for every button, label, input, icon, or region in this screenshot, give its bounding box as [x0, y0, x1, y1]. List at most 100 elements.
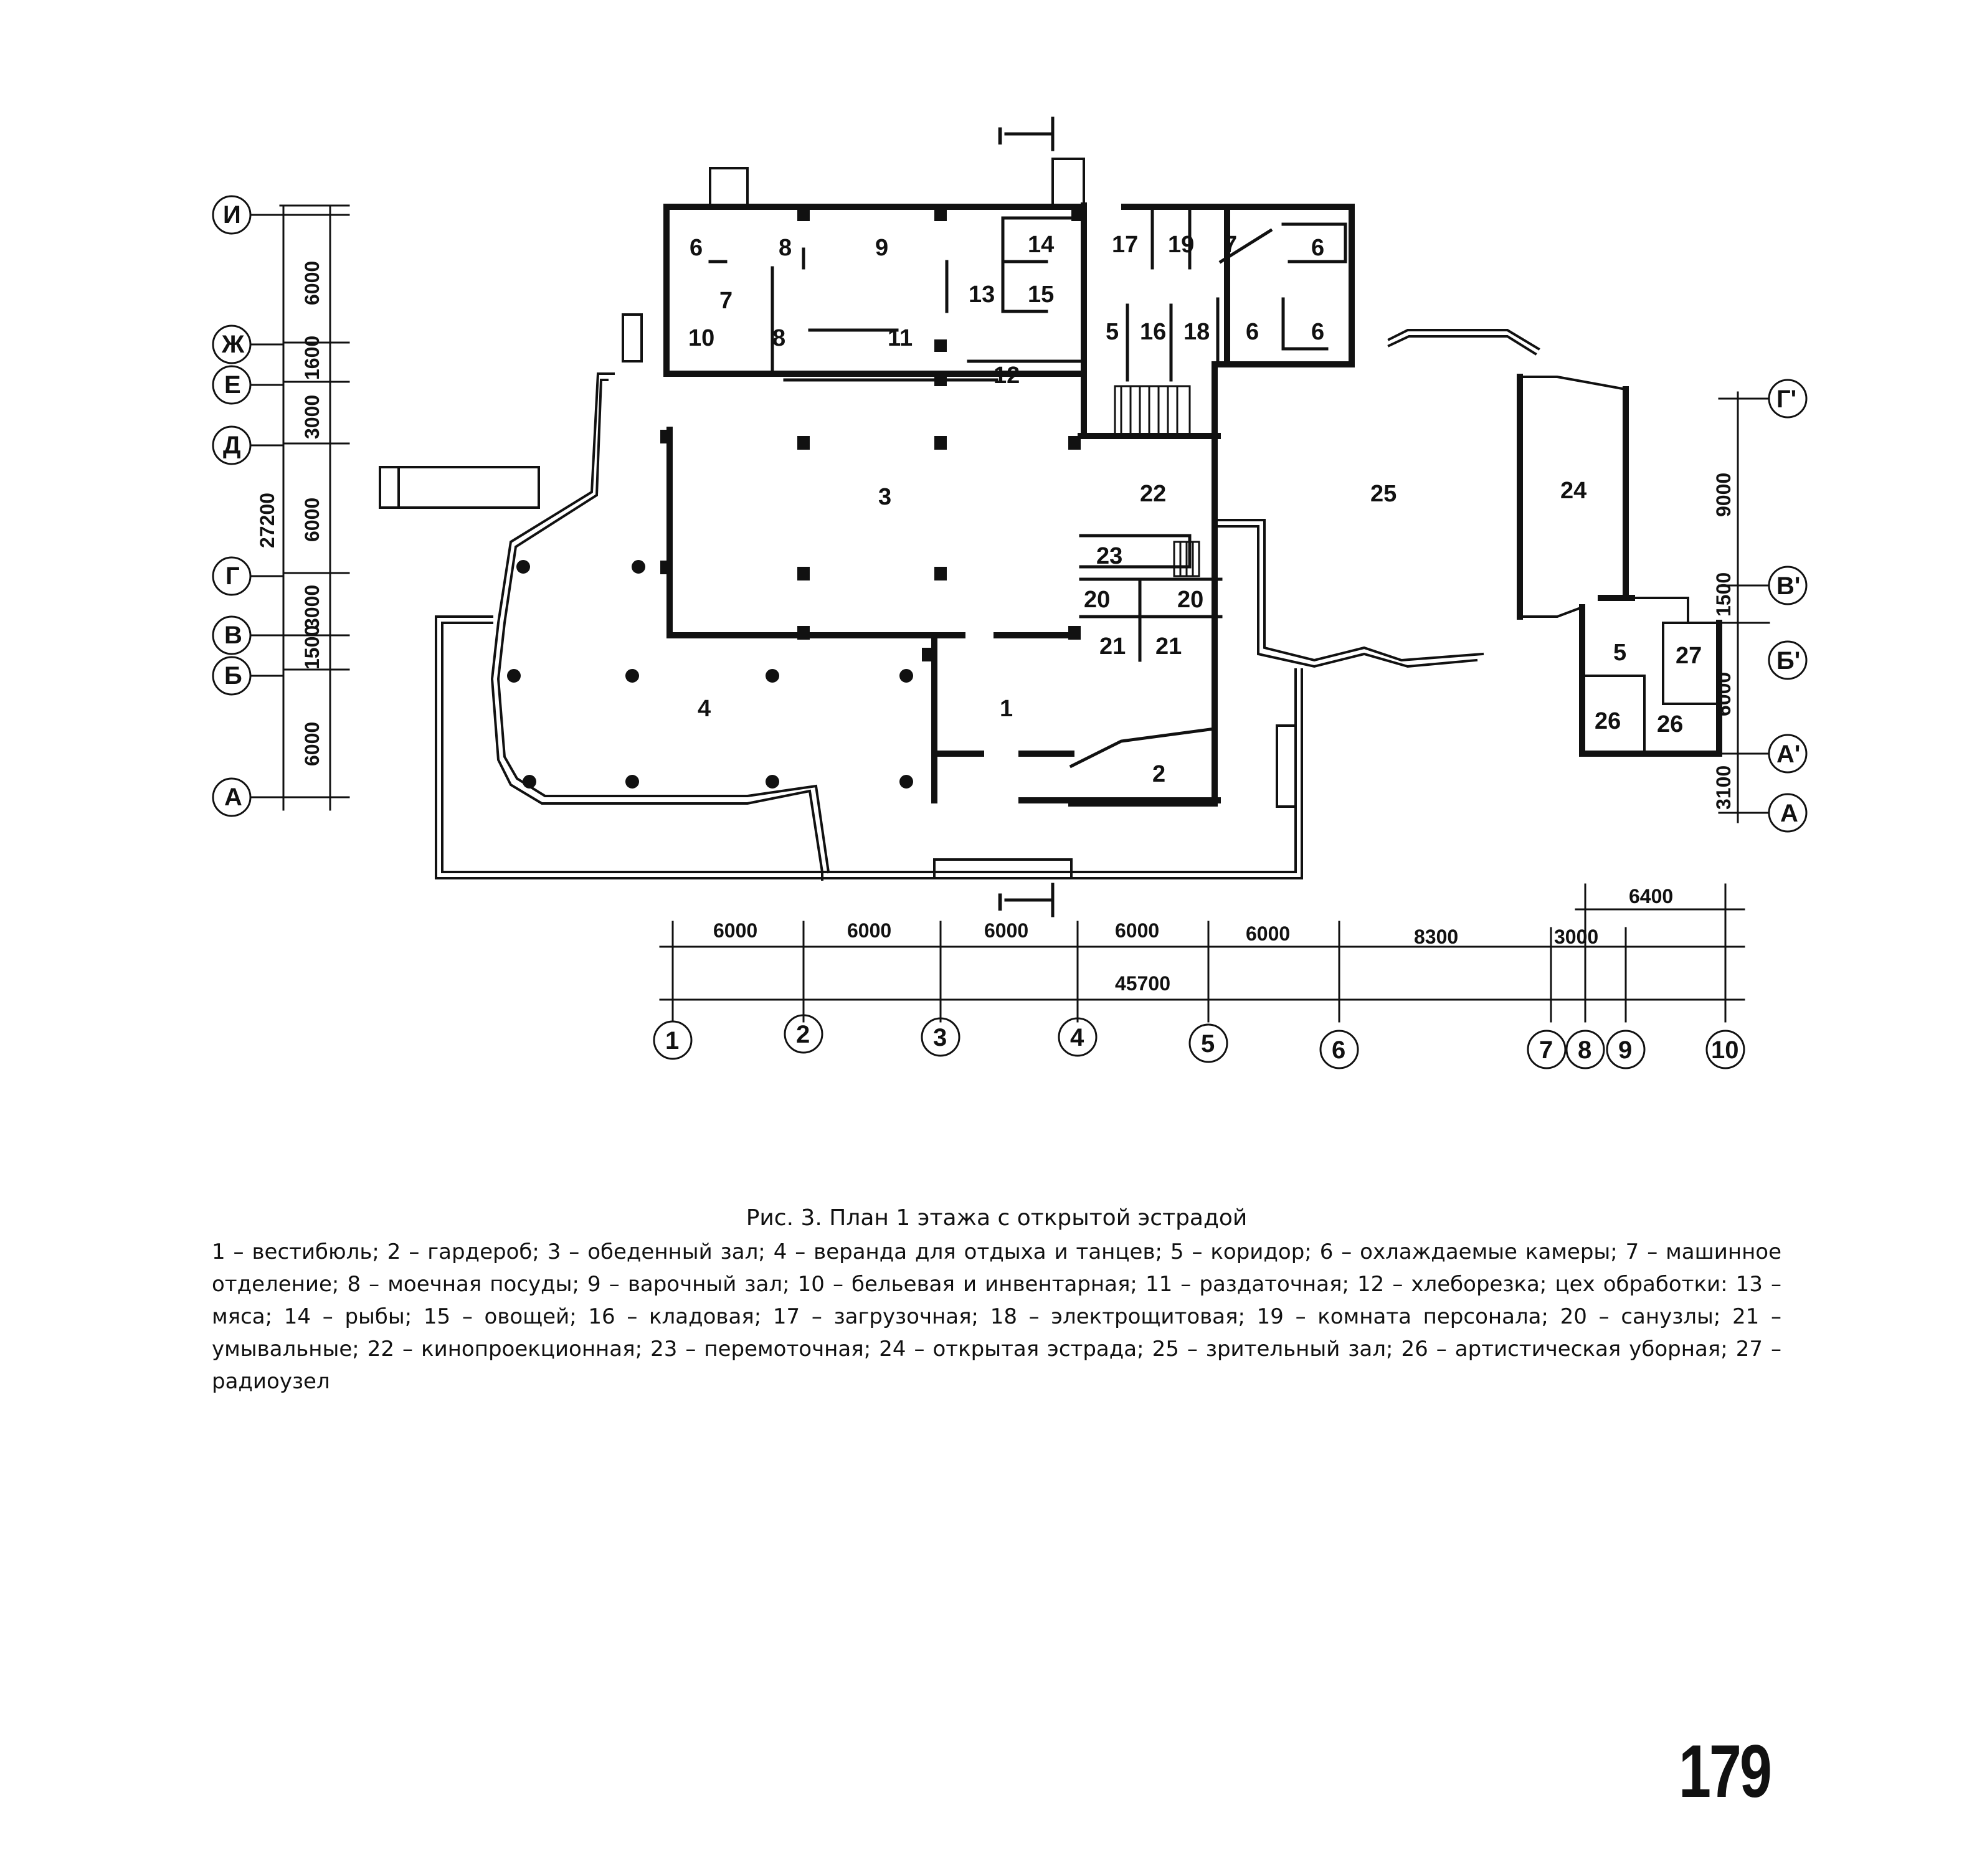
axis-label: Г' [1776, 386, 1796, 413]
room-label: 8 [772, 325, 785, 351]
figure-caption: Рис. 3. План 1 этажа с открытой эстрадой… [212, 1202, 1781, 1398]
axis-label: 4 [1070, 1024, 1084, 1051]
room-label: 26 [1657, 711, 1683, 737]
axis-label: Ж [221, 331, 245, 358]
room-label: 8 [779, 235, 792, 261]
caption-title: Рис. 3. План 1 этажа с открытой эстрадой [746, 1205, 1248, 1231]
dimension-value: 6000 [301, 498, 323, 542]
caption-legend: 1 – вестибюль; 2 – гардероб; 3 – обеденн… [212, 1236, 1781, 1398]
floor-plan-drawing: I I 6 7 8 9 14 13 15 10 8 11 12 17 19 7 … [212, 116, 1808, 1069]
room-label: 27 [1676, 643, 1702, 669]
bottom-axis-labels: 1 2 3 4 5 6 7 8 9 10 [665, 1021, 1739, 1064]
dimension-value: 1500 [1712, 572, 1735, 617]
axis-label: 5 [1201, 1030, 1215, 1058]
legend-item: 26 – артистическая уборная; [1401, 1337, 1728, 1362]
room-label: 7 [1224, 232, 1237, 258]
room-label: 6 [690, 235, 703, 261]
room-label: 1 [1000, 696, 1013, 722]
legend-item: 21 – умывальные; [212, 1304, 1781, 1362]
room-label: 20 [1177, 587, 1203, 613]
axis-label: 6 [1332, 1036, 1345, 1064]
dimension-value: 6000 [301, 722, 323, 766]
room-label: 6 [1311, 319, 1324, 345]
legend-item: 19 – комната персонала; [1256, 1304, 1548, 1329]
legend-item: 9 – варочный зал; [587, 1272, 790, 1297]
legend-item: 8 – моечная посуды; [347, 1272, 579, 1297]
legend-item: 10 – бельевая и инвентарная; [797, 1272, 1137, 1297]
axis-label: Д [223, 432, 241, 459]
dimension-value: 3000 [1554, 926, 1598, 948]
left-dimensions: 6000 1600 3000 6000 3000 1500 6000 27200 [256, 261, 323, 766]
axis-label: 3 [933, 1024, 947, 1051]
legend-item: 23 – перемоточная; [650, 1337, 871, 1362]
legend-item: 3 – обеденный зал; [547, 1239, 766, 1264]
room-label: 25 [1370, 481, 1397, 507]
dimension-value: 6000 [1712, 672, 1735, 716]
axis-label: 1 [665, 1027, 679, 1054]
legend-item: 7 – машинное отделение; [212, 1239, 1782, 1297]
legend-item: 11 – раздаточная; [1145, 1272, 1349, 1297]
dimension-value: 6000 [1115, 919, 1159, 942]
dimension-value: 6000 [713, 919, 757, 942]
room-label: 5 [1613, 640, 1626, 666]
legend-item: 16 – кладовая; [588, 1304, 762, 1329]
room-label: 13 [969, 282, 995, 308]
dimension-value: 6400 [1629, 885, 1673, 907]
right-dimensions: 9000 1500 6000 3100 [1712, 473, 1735, 810]
section-mark-top: I [997, 123, 1003, 150]
room-label: 10 [688, 325, 714, 351]
room-label: 9 [875, 235, 888, 261]
dimension-value: 3100 [1712, 765, 1735, 810]
dimension-value: 6000 [1246, 922, 1290, 945]
room-label: 20 [1084, 587, 1110, 613]
legend-item: 24 – открытая эстрада; [879, 1337, 1144, 1362]
legend-item: 15 – овощей; [423, 1304, 577, 1329]
room-label: 21 [1155, 633, 1182, 660]
axis-label: А [1780, 800, 1798, 827]
room-label: 21 [1099, 633, 1126, 660]
axis-label: Г [225, 562, 240, 590]
legend-item: 22 – кинопроекционная; [367, 1337, 643, 1362]
room-label: 23 [1096, 543, 1122, 569]
axis-label: 2 [796, 1021, 810, 1048]
axis-label: 8 [1578, 1036, 1591, 1064]
room-label: 3 [878, 484, 891, 510]
room-label: 2 [1152, 761, 1165, 787]
room-label: 22 [1140, 481, 1166, 507]
page-number: 179 [1679, 1730, 1772, 1813]
axis-label: 7 [1539, 1036, 1553, 1064]
room-label: 17 [1112, 232, 1138, 258]
dimension-total: 45700 [1115, 972, 1170, 995]
legend-item: 14 – рыбы; [283, 1304, 412, 1329]
room-label: 16 [1140, 319, 1166, 345]
legend-item: 4 – веранда для отдыха и танцев; [773, 1239, 1162, 1264]
dimension-value: 3000 [301, 395, 323, 439]
legend-item: цех обработки: [1555, 1272, 1728, 1297]
legend-item: 25 – зрительный зал; [1152, 1337, 1393, 1362]
room-label: 14 [1028, 232, 1054, 258]
dimension-value: 9000 [1712, 473, 1735, 517]
legend-item: 1 – вестибюль; [212, 1239, 379, 1264]
room-label: 5 [1106, 319, 1119, 345]
legend-item: 27 – радиоузел [212, 1337, 1782, 1394]
axis-label: Б [224, 662, 242, 689]
room-label: 18 [1183, 319, 1210, 345]
axis-label: В [224, 622, 242, 649]
legend-item: 2 – гардероб; [387, 1239, 539, 1264]
axis-label: 9 [1618, 1036, 1632, 1064]
room-label: 26 [1595, 708, 1621, 734]
room-label: 11 [888, 325, 913, 351]
dimension-value: 3000 [301, 585, 323, 629]
left-axis-labels: И Ж Е Д Г В Б А [221, 201, 245, 811]
legend-item: 12 – хлеборезка; [1357, 1272, 1547, 1297]
dimension-value: 8300 [1414, 926, 1458, 948]
bottom-dimensions: 6000 6000 6000 6000 6000 8300 3000 45700… [713, 885, 1673, 995]
room-labels: 6 7 8 9 14 13 15 10 8 11 12 17 19 7 6 5 … [688, 232, 1702, 787]
room-label: 15 [1028, 282, 1054, 308]
axis-label: Б' [1776, 647, 1800, 675]
dimension-value: 1600 [301, 336, 323, 380]
legend-item: 20 – санузлы; [1560, 1304, 1721, 1329]
right-axis-labels: Г' В' Б' А' А [1776, 386, 1800, 827]
dimension-value: 1500 [301, 625, 323, 670]
axis-label: 10 [1711, 1036, 1739, 1064]
